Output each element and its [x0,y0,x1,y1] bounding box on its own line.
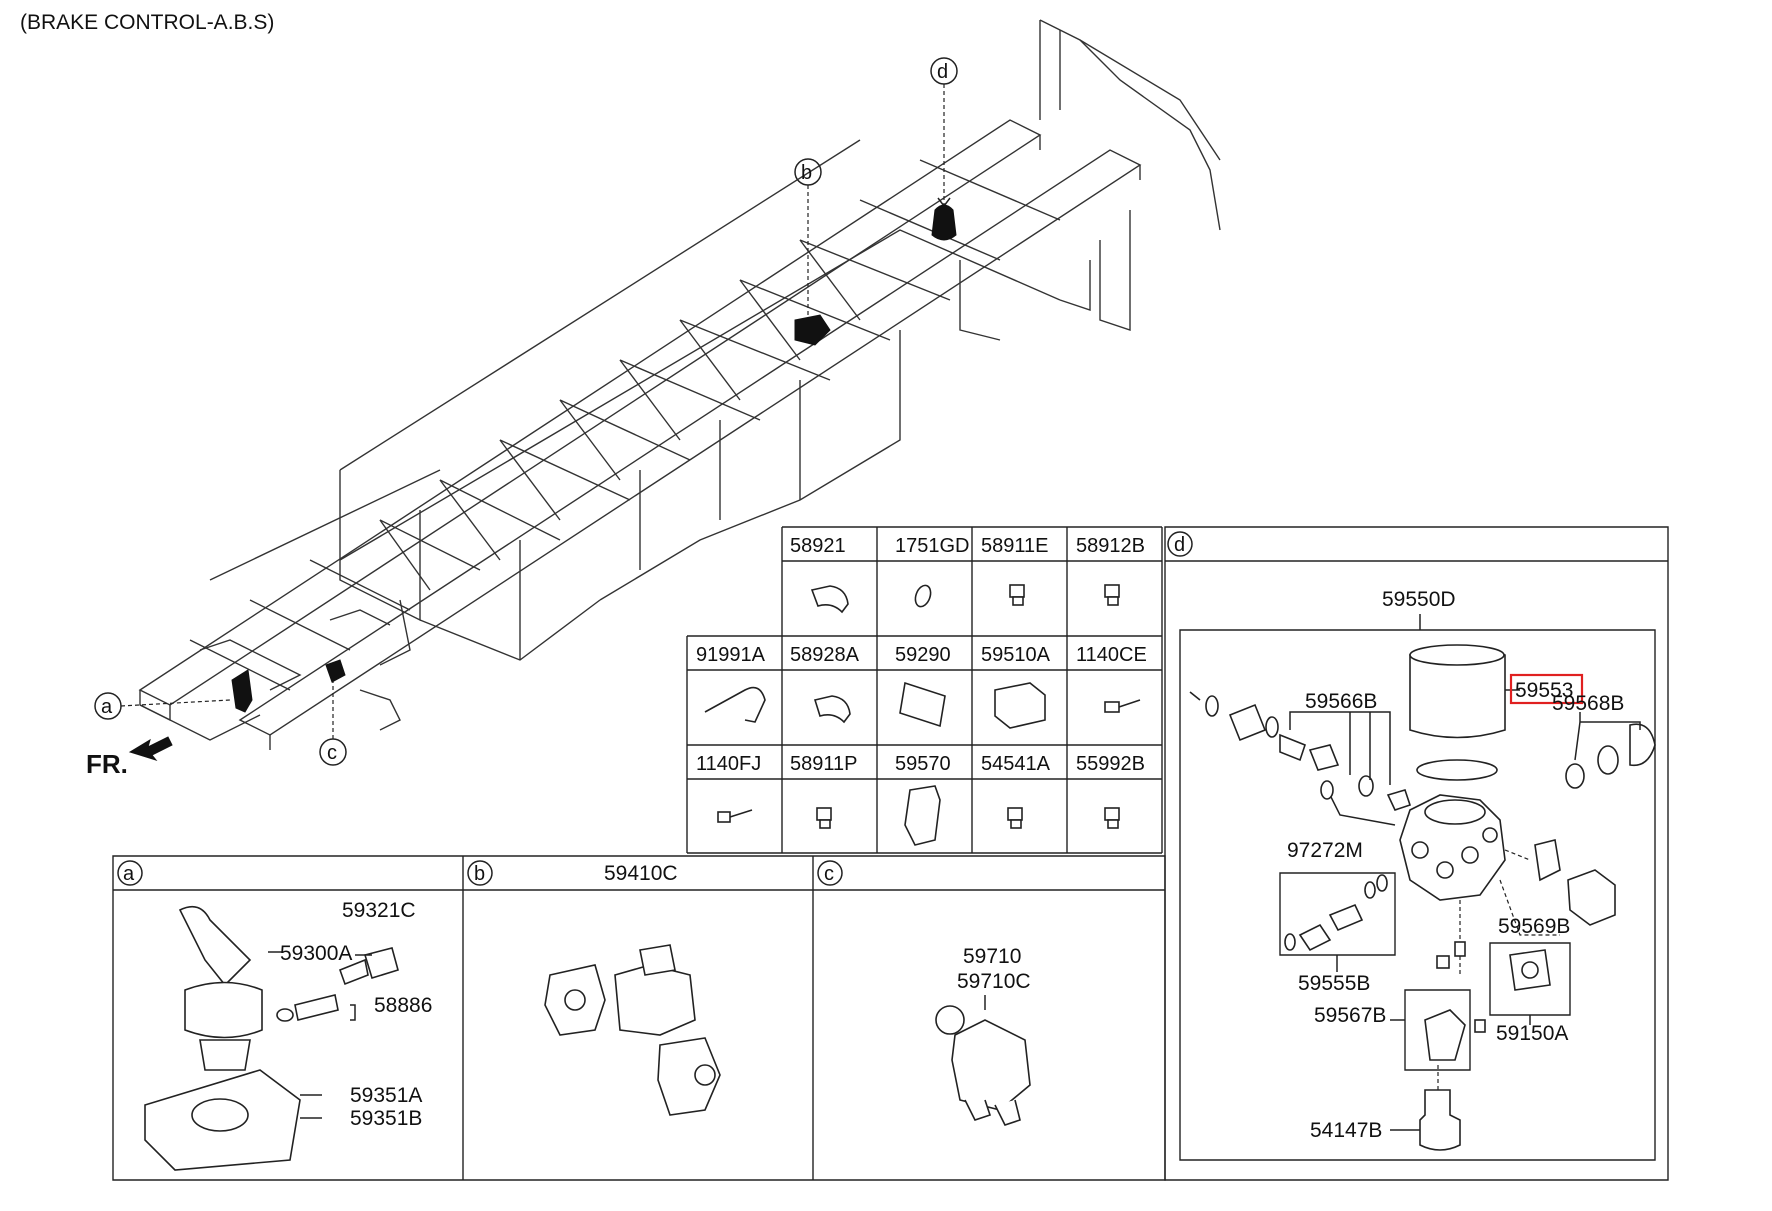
part-label: 59300A [280,942,352,965]
part-label: 58911P [790,753,857,775]
part-label: 97272M [1287,839,1363,862]
cartridge-seal-part [1416,759,1498,781]
part-label: 59568B [1552,692,1624,715]
abs-modulator-b-part [794,314,831,346]
part-label: 59555B [1298,972,1370,995]
part-label: 59321C [342,899,416,922]
part-label: 58911E [981,535,1048,557]
part-label: 59567B [1314,1004,1386,1027]
callout-b-label: b [801,162,812,184]
fitting-icon [816,807,832,829]
hand-valve-body-part [951,1019,1031,1111]
o-ring-icon [914,584,932,608]
part-label: 54147B [1310,1119,1382,1142]
hand-valve-c-part [325,659,346,683]
sensor-cable-icon [704,686,766,723]
bottom-panels: a 59321C 59300A 58886 59351A 59351B b 59… [112,855,1166,1181]
fitting-icon [1104,584,1120,606]
panel-c-tag: c [824,863,834,885]
part-label: 58921 [790,535,846,557]
heater-part [1419,1089,1461,1151]
gasket-icon [899,681,946,728]
part-label: 59290 [895,644,951,666]
elbow-fitting-icon [810,585,849,614]
callout-c-marker[interactable]: c [319,680,347,766]
front-label: FR. [86,749,128,779]
bolt-icon [1104,699,1141,713]
part-label: 1140CE [1076,644,1147,666]
fitting-icon [1007,807,1023,829]
part-label: 59710C [957,970,1031,993]
front-direction-indicator: FR. [86,736,173,779]
hand-valve-knob-part [935,1005,965,1035]
panel-d-tag: d [1174,534,1185,556]
part-label: 55992B [1076,753,1145,775]
callout-b-marker[interactable]: b [794,158,822,315]
fitting-icon [1104,807,1120,829]
valve-block-icon [994,682,1046,729]
assembly-label: 59550D [1382,588,1456,611]
part-label: 59566B [1305,690,1377,713]
panel-d-tag-circle [1167,531,1193,557]
part-label: 59150A [1496,1022,1568,1045]
panel-d: d 59550D 59553 59566B 59568B [1164,526,1669,1181]
part-label: 1751GD [895,535,970,557]
abs-valve-d-part [931,204,957,241]
elbow-fitting-icon [813,695,851,724]
callout-d-label: d [937,61,948,83]
fitting-icon [1009,584,1025,606]
nipple-part [363,947,399,980]
part-label: 59570 [895,753,951,775]
part-label: 59710 [963,945,1021,968]
part-label: 59510A [981,644,1051,666]
brake-pedal-lever-part [178,905,252,987]
highlight-box [1509,673,1584,705]
solenoid-valve-icon [904,785,941,846]
front-arrow-icon [128,736,173,761]
callout-a-marker[interactable]: a [94,692,231,720]
panel-b-tag: b [474,863,485,885]
part-label: 59410C [604,862,678,885]
chassis-frame-drawing [138,19,1221,750]
part-label: 91991A [696,644,766,666]
bolt-icon [717,809,753,823]
part-label: 58886 [374,994,432,1017]
part-label: 59351B [350,1107,422,1130]
callout-c-label: c [327,742,337,764]
part-label: 59351A [350,1084,422,1107]
callout-a-label: a [101,696,113,718]
highlighted-part-label: 59553 [1515,679,1573,702]
part-label: 58928A [790,644,860,666]
callout-d-marker[interactable]: d [930,57,958,208]
panel-a-tag: a [123,863,135,885]
parts-table: 58921 1751GD 58911E 58912B 91991A 58928A… [686,526,1163,854]
brake-valve-body-part [184,981,263,1039]
diagram-title: (BRAKE CONTROL-A.B.S) [20,11,274,34]
brake-valve-a-part [231,669,253,713]
part-label: 59569B [1498,915,1570,938]
part-label: 58912B [1076,535,1145,557]
part-label: 54541A [981,753,1051,775]
dryer-body-part [1399,794,1506,901]
part-label: 1140FJ [696,753,761,775]
